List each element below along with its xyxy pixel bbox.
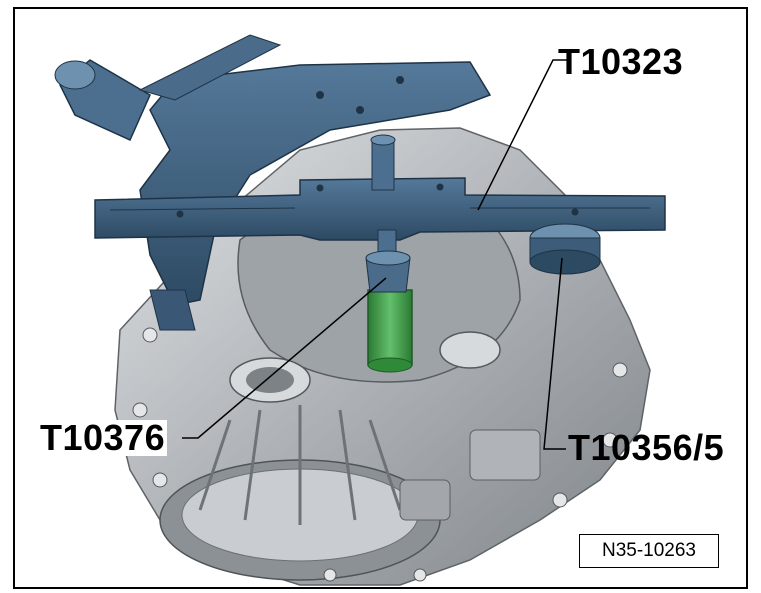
callout-t10323: T10323 xyxy=(558,41,684,82)
figure-id-box: N35-10263 xyxy=(579,534,719,568)
callout-t10376: T10376 xyxy=(38,417,168,458)
callout-t10356-5: T10356/5 xyxy=(568,427,725,468)
leader-lines xyxy=(182,59,570,450)
leader-t10376 xyxy=(182,277,387,439)
leader-t10356 xyxy=(543,257,566,450)
tool-bar-t10323 xyxy=(94,177,666,241)
spindle-press-piece-t10376 xyxy=(365,134,411,293)
support-foot-t10356-5 xyxy=(529,223,601,275)
tool-support-plate xyxy=(54,34,492,331)
leader-t10323 xyxy=(477,59,570,211)
green-insert xyxy=(367,289,413,373)
